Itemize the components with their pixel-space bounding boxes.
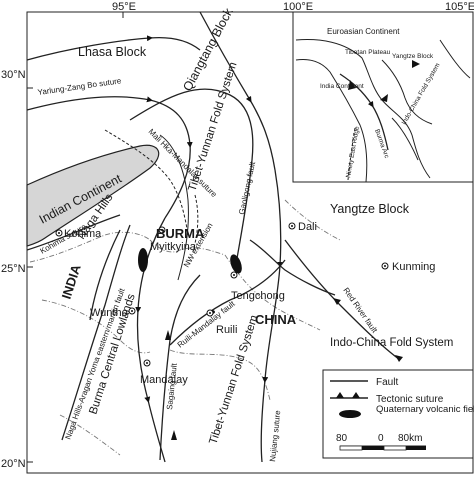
suture-kohima xyxy=(89,229,121,321)
fault-nw-extension xyxy=(191,194,199,256)
border-7 xyxy=(284,199,341,241)
label-mandalay: Mandalay xyxy=(140,374,188,386)
scale-label-left: 80 xyxy=(336,433,348,444)
scale-label-right: 80km xyxy=(398,433,422,444)
fault-mali-hka xyxy=(159,134,189,281)
label-lhasa-block: Lhasa Block xyxy=(78,45,147,59)
legend-volcanic-symbol xyxy=(339,410,361,418)
label-burma: BURMA xyxy=(156,226,205,241)
inset-east-coast xyxy=(439,39,471,79)
scale-bar xyxy=(339,445,426,451)
fault-red-river xyxy=(284,239,401,361)
fault-tengchong xyxy=(249,239,336,296)
inset-coast-2 xyxy=(295,59,368,183)
city-dots xyxy=(58,225,386,364)
legend-suture-teeth xyxy=(336,392,360,398)
suture-nujiang xyxy=(260,169,284,463)
fault-gaoligong-outer xyxy=(129,88,254,271)
label-wuntho: Wuntho xyxy=(90,307,128,319)
suture-yarlung xyxy=(26,96,193,219)
legend-volcanic-label: Quaternary volcanic field xyxy=(376,404,474,415)
label-tengchong: Tengchong xyxy=(231,290,285,302)
legend-fault-label: Fault xyxy=(376,377,398,388)
fault-naga-arakan xyxy=(61,224,131,441)
inset-arrow-2 xyxy=(412,60,420,68)
lon-95-label: 95°E xyxy=(112,1,136,13)
fault-naga-border xyxy=(26,214,121,251)
fault-ruili-mandalay xyxy=(169,259,286,346)
lon-100-label: 100°E xyxy=(283,1,313,13)
indian-continent-shape xyxy=(26,144,160,247)
fault-dotted-mandalay xyxy=(104,129,189,236)
label-dali: Dali xyxy=(298,221,317,233)
slip-arrows xyxy=(165,298,403,440)
inset-arrow-3 xyxy=(348,80,356,90)
inset-label-india: India Continent xyxy=(320,83,364,90)
inset-label-yangtze: Yangtze Block xyxy=(392,53,434,60)
inset-yangtze-edge xyxy=(381,59,433,125)
volcanic-field-myitkyina xyxy=(138,248,148,272)
volcanic-field-tengchong xyxy=(230,254,242,274)
label-kohima: Kohima xyxy=(64,228,102,240)
lat-25-label: 25°N xyxy=(1,263,26,275)
lon-105-label: 105°E xyxy=(445,1,474,13)
label-kunming: Kunming xyxy=(392,261,435,273)
scale-label-zero: 0 xyxy=(378,433,384,444)
suture-north xyxy=(26,35,201,61)
inset-arrow-1 xyxy=(380,94,388,102)
inset-label-eurasian: Euroasian Continent xyxy=(327,27,400,36)
lat-20-label: 20°N xyxy=(1,458,26,470)
border-2 xyxy=(149,239,226,256)
label-myitkyina: Myitkyina xyxy=(150,241,197,253)
suture-qiangtang xyxy=(199,11,276,171)
label-indo-china-fold: Indo-China Fold System xyxy=(330,337,453,349)
inset-label-tibetan-plateau: Tibetan Plateau xyxy=(345,49,391,56)
label-ruili: Ruili xyxy=(216,324,237,336)
inset-ninety-east xyxy=(347,127,356,181)
fault-sagaing xyxy=(159,274,201,461)
border-1 xyxy=(29,231,151,263)
label-china: CHINA xyxy=(255,312,297,327)
lat-30-label: 30°N xyxy=(1,69,26,81)
legend-suture-label: Tectonic suture xyxy=(376,394,444,405)
label-yangtze-block: Yangtze Block xyxy=(330,202,410,216)
inset-indo-china-edge xyxy=(391,117,419,161)
